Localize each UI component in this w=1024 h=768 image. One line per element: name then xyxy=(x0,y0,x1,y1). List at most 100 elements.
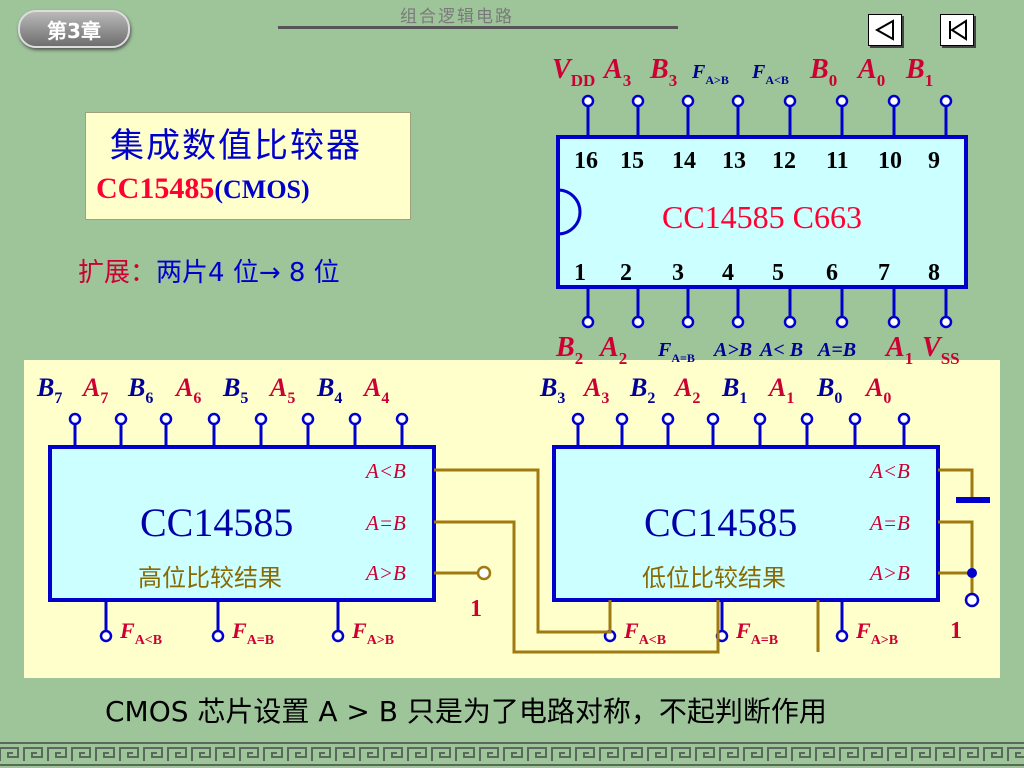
cascade-input-label: A>B xyxy=(868,561,910,585)
fret-segment xyxy=(959,747,979,761)
output-pin-circle xyxy=(211,629,225,643)
triangle-left-icon xyxy=(874,19,894,41)
pin-circle xyxy=(631,315,645,329)
input-pin-circle xyxy=(571,412,585,426)
title-box xyxy=(85,112,411,220)
fret-segment xyxy=(407,747,427,761)
pin-circle xyxy=(939,315,953,329)
input-pin-circle xyxy=(207,412,221,426)
input-signal: A4 xyxy=(362,373,389,407)
input-signal: A3 xyxy=(582,373,609,407)
input-pin-circle xyxy=(348,412,362,426)
fret-segment xyxy=(791,747,811,761)
fret-segment xyxy=(335,747,355,761)
bottom-note: CMOS 芯片设置 A > B 只是为了电路对称，不起判断作用 xyxy=(105,695,827,728)
output-signal: FA=B xyxy=(735,618,778,648)
fret-segment xyxy=(983,747,1003,761)
header-divider xyxy=(278,26,678,29)
tie-value-label: 1 xyxy=(950,618,962,644)
fret-segment xyxy=(935,747,955,761)
input-pin-circle xyxy=(661,412,675,426)
input-signal: B4 xyxy=(316,373,342,407)
input-signal: B2 xyxy=(629,373,655,407)
fret-segment xyxy=(167,747,187,761)
nav-first-button[interactable] xyxy=(940,14,974,46)
pin-circle xyxy=(731,94,745,108)
pin-circle xyxy=(835,94,849,108)
input-signal: A5 xyxy=(268,373,295,407)
wire-low-a-eq-b xyxy=(938,520,974,573)
pin-number: 8 xyxy=(928,260,940,286)
input-pin-circle xyxy=(615,412,629,426)
wire-low-a-gt-b xyxy=(938,571,974,596)
fret-segment xyxy=(599,747,619,761)
fret-segment xyxy=(239,747,259,761)
bottom-pin-signal: FA=B xyxy=(657,339,695,365)
chip-model: CC15485 xyxy=(96,172,215,205)
nav-prev-button[interactable] xyxy=(868,14,902,46)
fret-segment xyxy=(1007,747,1024,761)
pin-number: 11 xyxy=(826,148,849,174)
tie-terminal xyxy=(964,592,980,608)
bottom-pin-signal: A< B xyxy=(758,339,803,361)
pin-number: 9 xyxy=(928,148,940,174)
chip-name: CC14585 xyxy=(140,500,293,545)
bottom-pin-signal: B2 xyxy=(555,332,583,368)
pin-number: 7 xyxy=(878,260,890,286)
fret-segment xyxy=(71,747,91,761)
junction-dot xyxy=(967,568,977,578)
input-pin-circle xyxy=(395,412,409,426)
top-pin-signal: B0 xyxy=(809,54,837,90)
fret-segment xyxy=(719,747,739,761)
bottom-pin-signal: VSS xyxy=(922,332,960,368)
input-pin-circle xyxy=(753,412,767,426)
input-signal: A0 xyxy=(864,373,891,407)
input-signal: A6 xyxy=(174,373,201,407)
fret-segment xyxy=(815,747,835,761)
expand-label: 扩展： xyxy=(78,258,157,288)
input-signal: A7 xyxy=(81,373,108,407)
output-signal: FA<B xyxy=(623,618,666,648)
top-pin-signal: B3 xyxy=(649,54,677,90)
top-pin-signal: A0 xyxy=(856,54,885,90)
bottom-pin-signal: A=B xyxy=(816,339,856,361)
fret-segment xyxy=(23,747,43,761)
input-signal: A2 xyxy=(673,373,700,407)
top-pin-signal: VDD xyxy=(552,54,595,90)
input-pin-circle xyxy=(800,412,814,426)
input-signal: B0 xyxy=(816,373,842,407)
cascade-input-label: A>B xyxy=(364,561,406,585)
pin-circle xyxy=(731,315,745,329)
input-signal: B3 xyxy=(539,373,565,407)
fret-segment xyxy=(695,747,715,761)
pin-number: 12 xyxy=(772,148,796,174)
fret-segment xyxy=(215,747,235,761)
fret-segment xyxy=(911,747,931,761)
cascade-input-label: A<B xyxy=(364,459,406,483)
input-pin-circle xyxy=(848,412,862,426)
pin-circle xyxy=(887,94,901,108)
pin-circle xyxy=(887,315,901,329)
input-signal: A1 xyxy=(767,373,794,407)
chip-caption: 低位比较结果 xyxy=(642,564,786,592)
chapter-badge[interactable]: 第3章 xyxy=(18,10,130,48)
fret-segment xyxy=(743,747,763,761)
chip-center-label: CC14585 C663 xyxy=(662,199,862,235)
pin-circle xyxy=(581,94,595,108)
input-signal: B7 xyxy=(36,373,62,407)
fret-segment xyxy=(143,747,163,761)
input-pin-circle xyxy=(706,412,720,426)
fret-segment xyxy=(47,747,67,761)
chip-body xyxy=(556,135,968,289)
pin-number: 3 xyxy=(672,260,684,286)
expand-line: 扩展：两片4 位→ 8 位 xyxy=(78,252,340,289)
tie-terminal xyxy=(476,565,492,581)
output-signal: FA>B xyxy=(351,618,394,648)
pin-circle xyxy=(783,315,797,329)
top-pin-signal: A3 xyxy=(602,54,631,90)
fret-segment xyxy=(575,747,595,761)
decorative-border xyxy=(0,740,1024,768)
fret-segment xyxy=(431,747,451,761)
wire-a-lt-b xyxy=(434,468,612,634)
